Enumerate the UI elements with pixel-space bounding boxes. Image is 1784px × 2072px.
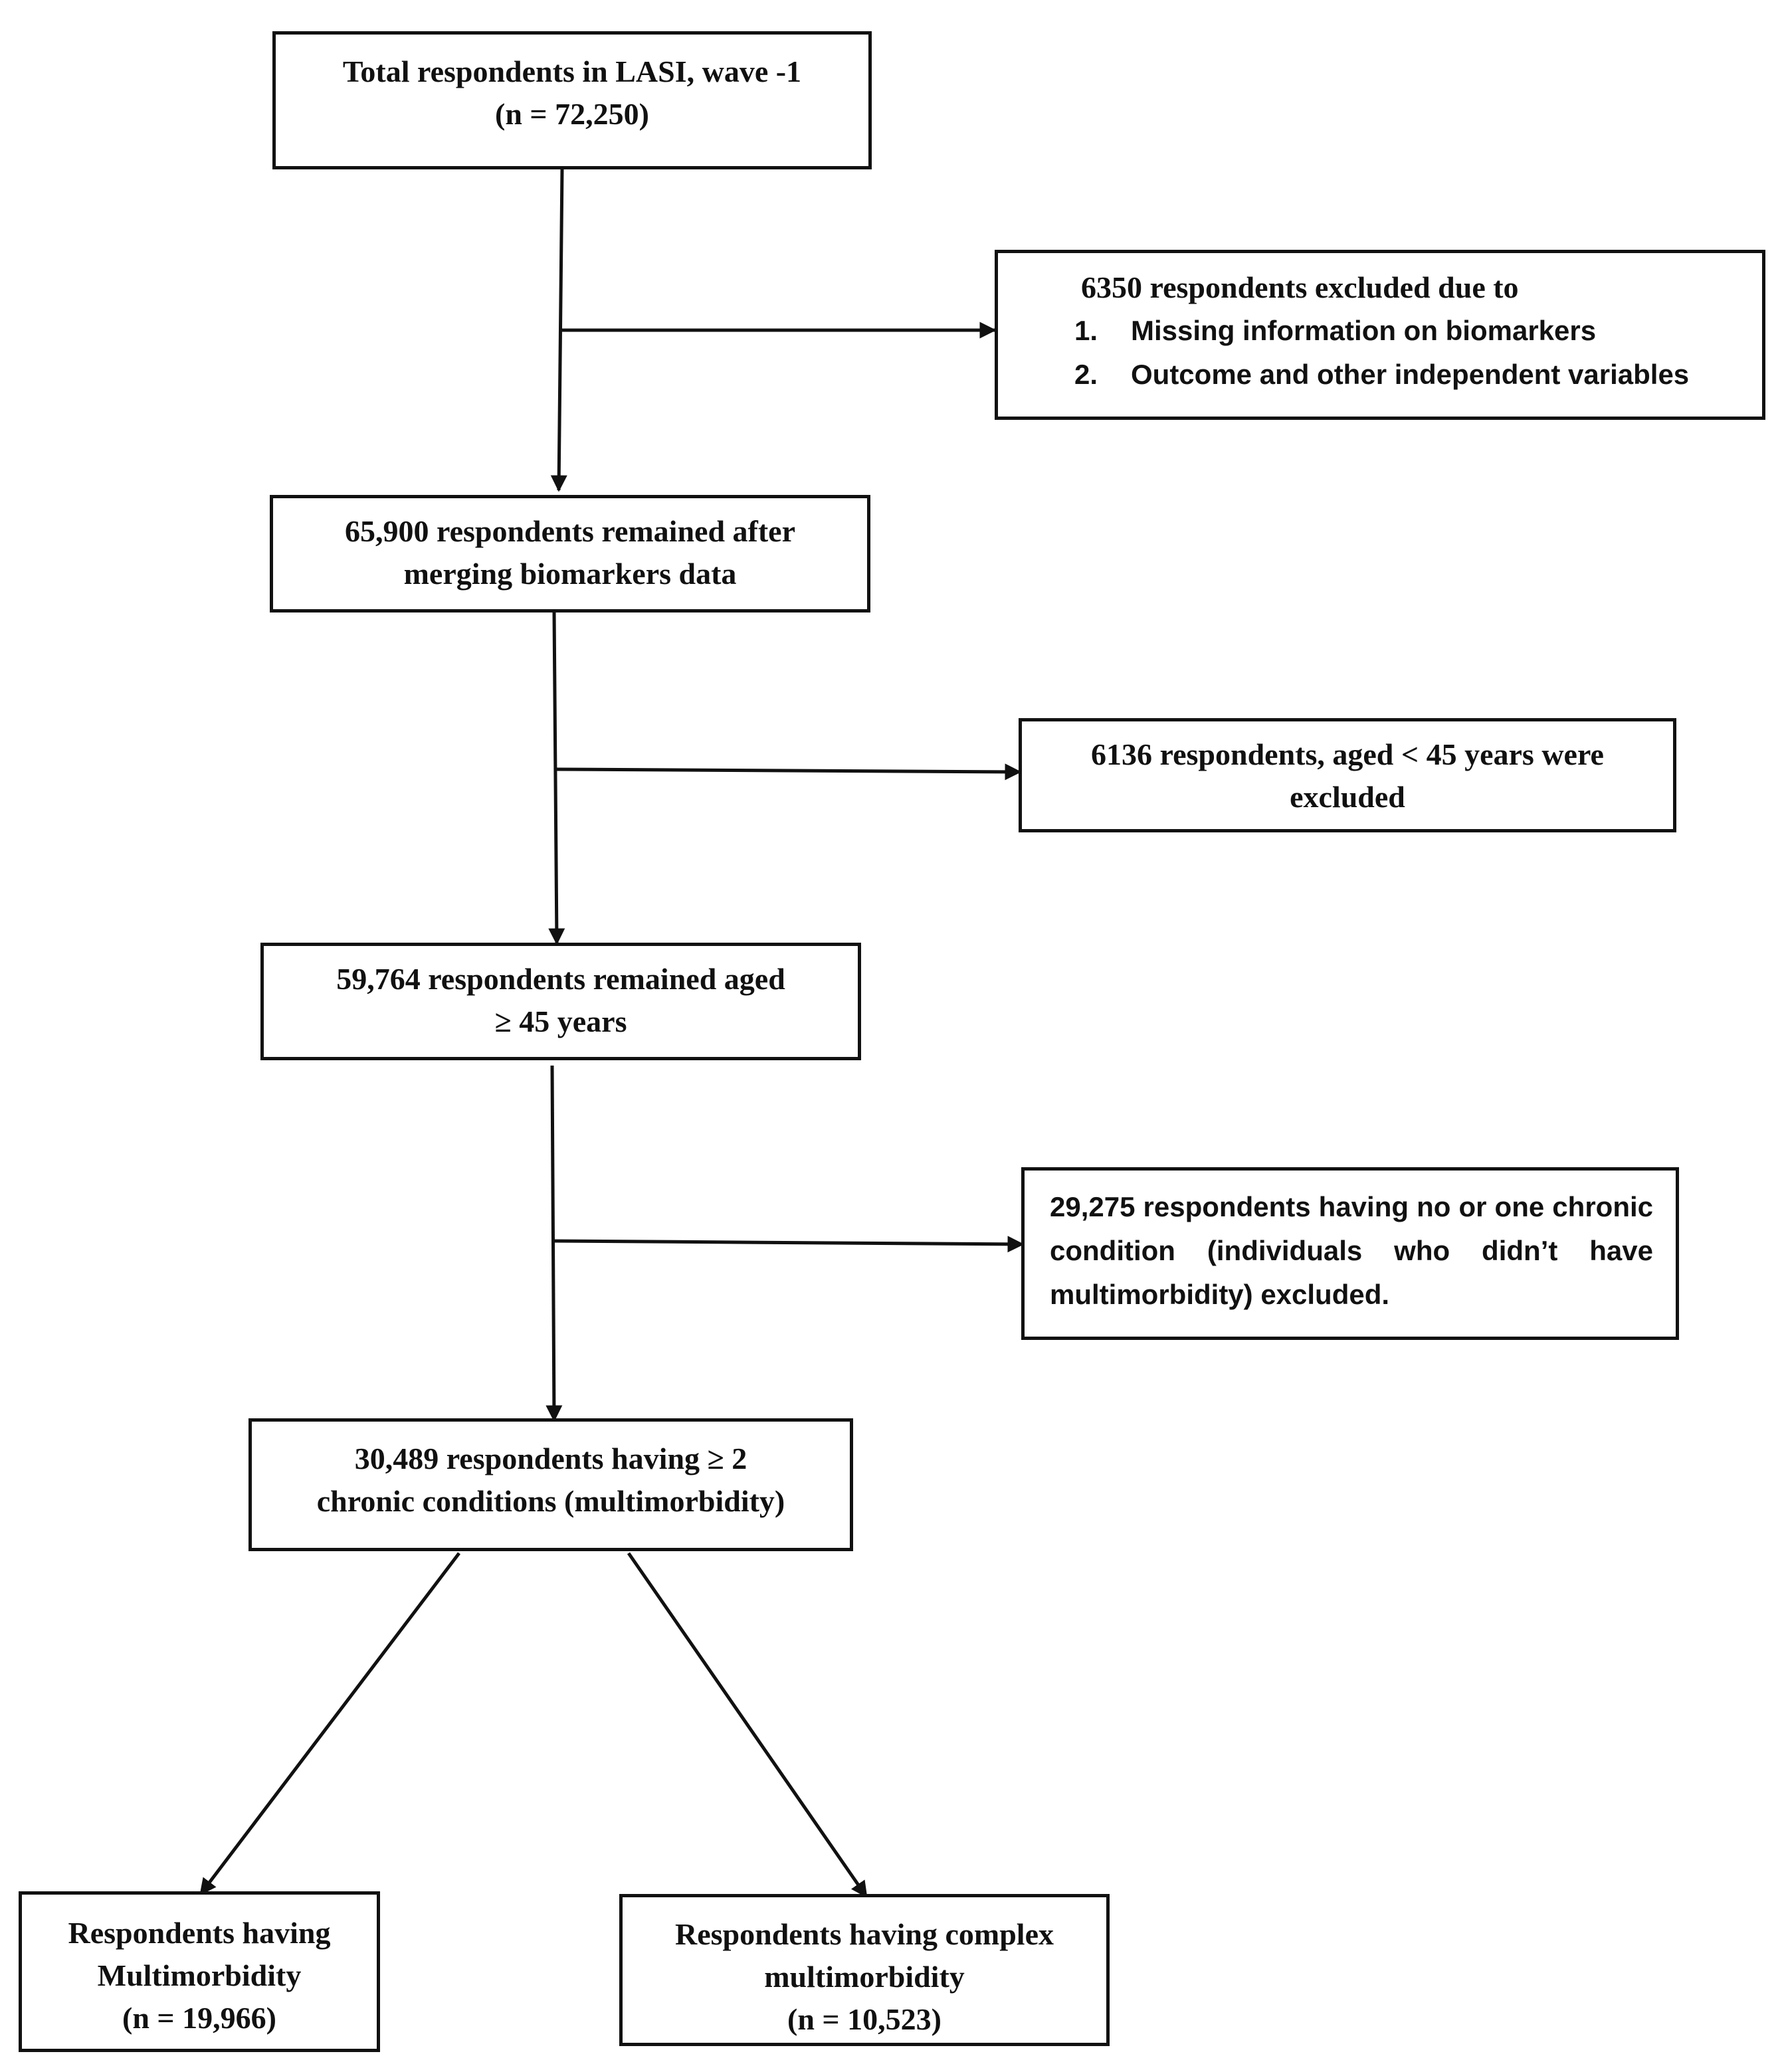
- complex-outcome-line1: Respondents having complex: [675, 1917, 1054, 1951]
- age-exclusion-box: 6136 respondents, aged < 45 years were e…: [1019, 718, 1676, 832]
- multimorbidity-outcome-line2: Multimorbidity: [97, 1958, 302, 1992]
- biomarker-exclusion-heading: 6350 respondents excluded due to: [1081, 270, 1519, 304]
- item-text: Missing information on biomarkers: [1131, 315, 1597, 346]
- multimorbidity-exclusion-text: 29,275 respondents having no or one chro…: [1050, 1191, 1653, 1310]
- biomarker-exclusion-item: 2. Outcome and other independent variabl…: [1074, 353, 1689, 397]
- multimorbidity-outcome-line1: Respondents having: [68, 1916, 331, 1950]
- total-respondents-count: (n = 72,250): [495, 97, 649, 131]
- multimorbidity-all-line1: 30,489 respondents having ≥ 2: [354, 1442, 747, 1475]
- after-merge-box: 65,900 respondents remained after mergin…: [270, 495, 870, 612]
- complex-outcome-count: (n = 10,523): [787, 2002, 942, 2036]
- biomarker-exclusion-box: 6350 respondents excluded due to 1. Miss…: [995, 250, 1765, 420]
- total-respondents-label: Total respondents in LASI, wave -1: [342, 54, 802, 88]
- aged45-line2: ≥ 45 years: [494, 1004, 627, 1038]
- multimorbidity-all-box: 30,489 respondents having ≥ 2 chronic co…: [248, 1418, 853, 1551]
- complex-outcome-line2: multimorbidity: [764, 1960, 965, 1994]
- complex-outcome-box: Respondents having complex multimorbidit…: [619, 1894, 1110, 2046]
- age-exclusion-line1: 6136 respondents, aged < 45 years were: [1091, 737, 1604, 771]
- biomarker-exclusion-item: 1. Missing information on biomarkers: [1074, 309, 1689, 353]
- after-merge-line2: merging biomarkers data: [403, 557, 737, 591]
- item-number: 1.: [1074, 315, 1098, 346]
- aged45-line1: 59,764 respondents remained aged: [336, 962, 785, 996]
- arrow-total-to-merge: [550, 168, 567, 492]
- total-respondents-box: Total respondents in LASI, wave -1 (n = …: [272, 31, 872, 169]
- multimorbidity-all-line2: chronic conditions (multimorbidity): [316, 1484, 785, 1518]
- arrow-to-complex-outcome: [627, 1552, 868, 1899]
- arrow-merge-to-aged45: [548, 612, 565, 945]
- item-number: 2.: [1074, 359, 1098, 390]
- multimorbidity-exclusion-box: 29,275 respondents having no or one chro…: [1021, 1167, 1679, 1340]
- age-exclusion-line2: excluded: [1290, 780, 1405, 814]
- arrow-to-multimorbidity-exclusion: [552, 1236, 1025, 1253]
- arrow-to-multimorbidity-outcome: [199, 1552, 460, 1895]
- biomarker-exclusion-list: 1. Missing information on biomarkers 2. …: [1074, 309, 1689, 397]
- multimorbidity-outcome-box: Respondents having Multimorbidity (n = 1…: [19, 1891, 380, 2052]
- aged45-box: 59,764 respondents remained aged ≥ 45 ye…: [260, 943, 861, 1060]
- multimorbidity-outcome-count: (n = 19,966): [122, 2001, 276, 2035]
- arrow-to-age-exclusion: [555, 763, 1022, 781]
- item-text: Outcome and other independent variables: [1131, 359, 1690, 390]
- after-merge-line1: 65,900 respondents remained after: [344, 514, 796, 548]
- arrow-aged45-to-multimorbidity: [545, 1065, 563, 1422]
